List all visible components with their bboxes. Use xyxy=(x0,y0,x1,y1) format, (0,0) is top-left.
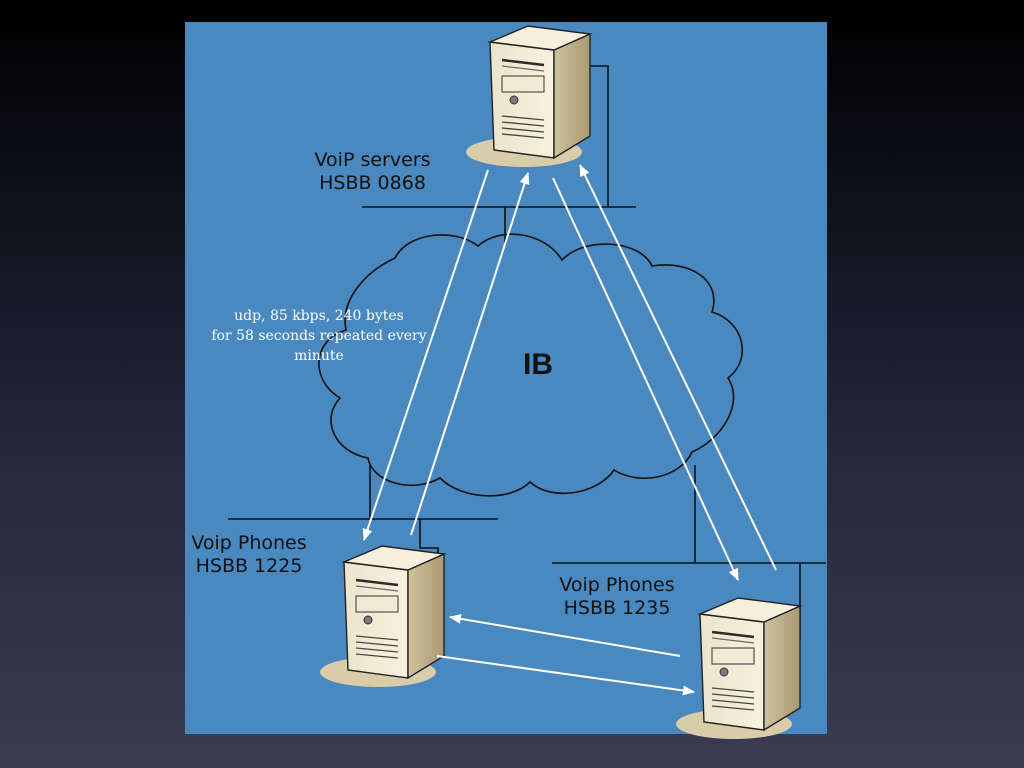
annotation-line-2: for 58 seconds repeated every xyxy=(211,328,427,344)
annotation-line-1: udp, 85 kbps, 240 bytes xyxy=(234,308,404,324)
traffic-annotation: udp, 85 kbps, 240 bytes for 58 seconds r… xyxy=(200,306,438,366)
network-lines xyxy=(228,65,826,640)
arrow-phone-1225-to-server xyxy=(410,172,530,536)
annotation-line-3: minute xyxy=(294,348,344,364)
voip-servers-label: VoiP servers HSBB 0868 xyxy=(300,149,445,195)
voip-servers-id: HSBB 0868 xyxy=(319,172,426,194)
ib-cloud-label: IB xyxy=(523,348,553,381)
arrow-server-to-phone-1225 xyxy=(362,169,489,541)
arrow-phone-1235-to-server xyxy=(579,164,777,571)
ib-cloud xyxy=(318,233,743,497)
phones-1235-label: Voip Phones HSBB 1235 xyxy=(546,574,688,620)
phones-1225-name: Voip Phones xyxy=(191,532,307,554)
arrow-server-to-phone-1235 xyxy=(552,177,739,581)
traffic-arrows xyxy=(362,164,777,696)
phones-1225-id: HSBB 1225 xyxy=(195,555,303,577)
arrow-phone-1235-to-phone-1225 xyxy=(449,613,681,657)
voip-servers-name: VoiP servers xyxy=(314,149,431,171)
phones-1225-label: Voip Phones HSBB 1225 xyxy=(178,532,320,578)
arrow-phone-1225-to-phone-1235 xyxy=(436,655,695,696)
phones-1235-id: HSBB 1235 xyxy=(563,597,671,619)
phones-1235-name: Voip Phones xyxy=(559,574,675,596)
